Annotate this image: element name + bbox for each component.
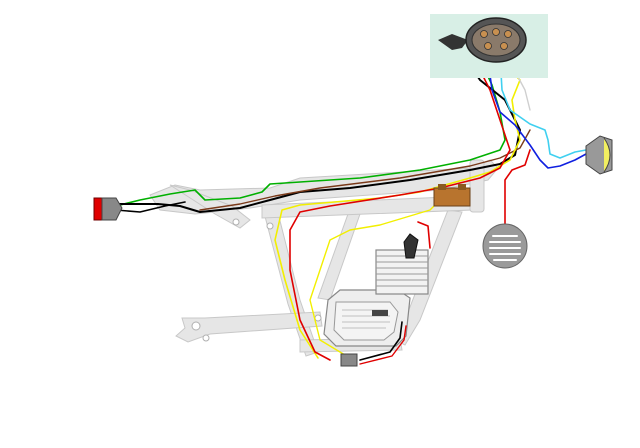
bolt-hole [202,334,210,342]
wire-yellow-engine [309,199,441,359]
wire-engine-loop [359,321,403,361]
bolt-hole [232,218,240,226]
engine-cylinder [375,249,429,295]
ignition-switch-icon [430,14,548,78]
switch-terminals [480,28,512,50]
wire-red [289,69,511,361]
wire-brown [199,129,531,211]
wire-engine-loop-red [359,325,407,365]
bolt-hole [266,222,274,230]
wire-red-horn [504,149,531,229]
frame-swing-arm [175,311,323,343]
engine-clutch-cover [333,301,399,341]
connector-icon [340,353,358,367]
wire-cyan [499,54,587,159]
horn-icon [482,223,528,269]
bolt-hole [191,321,201,331]
spark-plug-cap-icon [403,233,419,259]
engine-badge [372,310,388,316]
rectifier-icon [433,184,471,207]
tail-light-icon [93,197,123,221]
bolt-hole [314,314,322,322]
wire-plug-lead [417,221,431,249]
wire-black-main [115,49,521,213]
wire-black-tail [115,201,186,213]
switch-key [438,34,468,50]
wire-blue [487,59,587,169]
frame-steering-head [469,159,485,213]
frame-bolt-holes [191,218,322,342]
engine-icon [323,249,429,347]
headlight-icon [585,135,613,175]
